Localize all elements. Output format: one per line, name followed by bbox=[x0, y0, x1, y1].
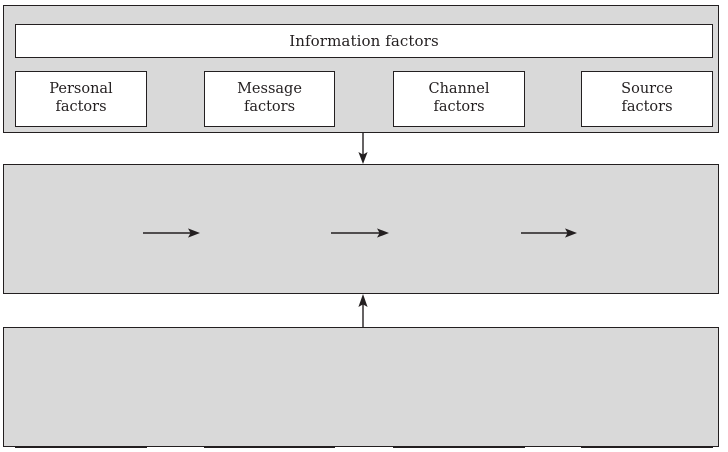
message-factors-label-line1: Message bbox=[237, 81, 302, 98]
arrow-right-action-to-behavior-icon bbox=[521, 228, 577, 238]
personal-factors-label-line2: factors bbox=[55, 99, 107, 115]
arrow-right-awareness-to-motivation-icon bbox=[143, 228, 200, 238]
channel-factors-label-line2: factors bbox=[433, 99, 485, 115]
information-factors-panel: Information factors Personal factors Mes… bbox=[3, 5, 719, 133]
personal-factors-label-line1: Personal bbox=[49, 81, 113, 98]
personal-factors-box: Personal factors bbox=[15, 71, 147, 127]
source-factors-label-line2: factors bbox=[621, 99, 673, 115]
arrow-up-preceding-to-process-icon bbox=[358, 294, 368, 328]
source-factors-label-line1: Source bbox=[621, 81, 673, 98]
message-factors-label-line2: factors bbox=[243, 99, 296, 115]
information-factors-header-box: Information factors bbox=[15, 24, 713, 58]
information-factors-header-label: Information factors bbox=[289, 31, 439, 50]
channel-factors-box: Channel factors bbox=[393, 71, 525, 127]
message-factors-box: Message factors bbox=[204, 71, 335, 127]
preceding-factors-panel: Preceding factors Biological factors Psy… bbox=[3, 327, 719, 447]
arrow-right-motivation-to-action-icon bbox=[331, 228, 389, 238]
source-factors-box: Source factors bbox=[581, 71, 713, 127]
arrow-down-information-to-process-icon bbox=[358, 132, 368, 164]
channel-factors-label-line1: Channel bbox=[428, 81, 490, 98]
